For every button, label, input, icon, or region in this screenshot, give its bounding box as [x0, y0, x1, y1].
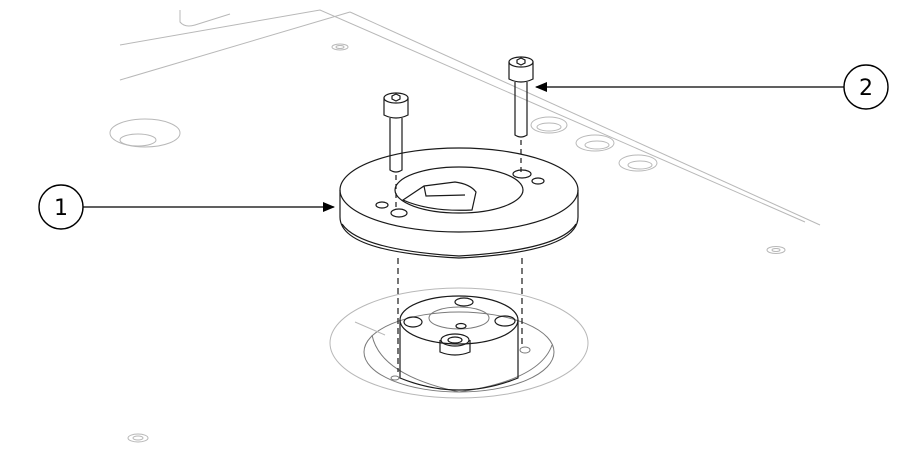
socket-head-screw: [383, 92, 409, 173]
alignment-lines: [395, 140, 523, 372]
callout-1-circle: [38, 184, 84, 230]
hub-recess: [329, 287, 589, 399]
callout-2: 2: [535, 64, 889, 110]
base-plate: [109, 9, 821, 443]
socket-head-screw-right: [508, 56, 534, 138]
callout-1-label: 1: [54, 196, 68, 221]
callout-2-circle: [843, 64, 889, 110]
callout-2-label: 2: [859, 76, 873, 101]
callout-1: 1: [38, 184, 335, 230]
hub-cylinder: [390, 295, 531, 391]
adapter-ring: [339, 147, 579, 259]
